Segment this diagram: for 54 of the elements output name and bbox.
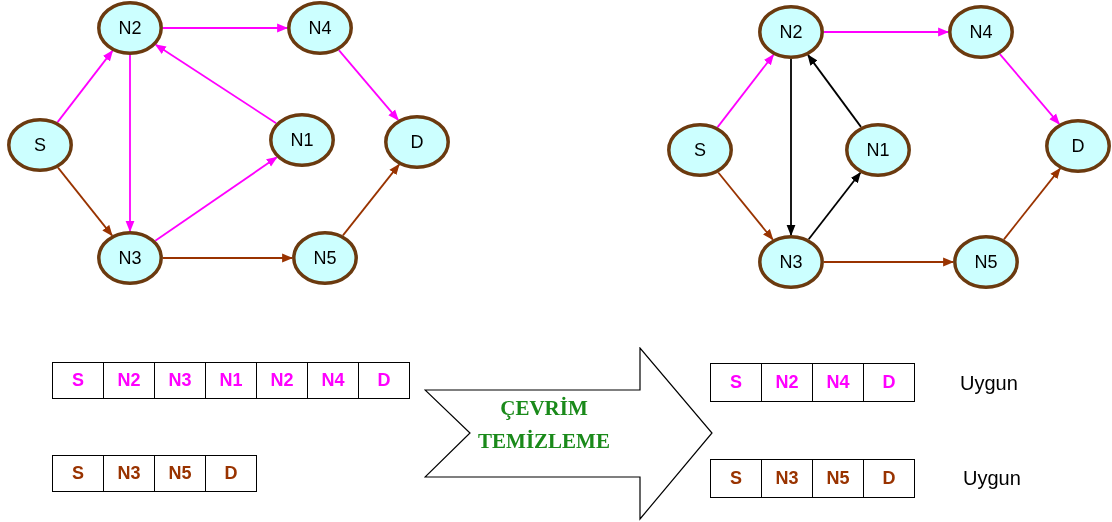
arrow [823,27,950,37]
arrow [162,23,289,33]
route-step-cell: N4 [812,363,864,402]
route-step-cell: N2 [761,363,813,402]
route-step-cell: D [205,455,257,492]
node-label: N3 [118,247,142,269]
node-label: N2 [118,17,142,39]
route-step-cell: N4 [307,362,359,399]
arrow [807,54,862,128]
arrow [786,58,796,237]
route-step-cell: S [52,455,104,492]
route-step-cell: N2 [103,362,155,399]
node-label: N2 [779,21,803,43]
node-label: N3 [779,251,803,273]
route-step-cell: D [358,362,410,399]
node-label: S [694,139,706,161]
route-step-cell: S [710,459,762,498]
arrow [342,163,400,237]
node-label: N5 [974,251,998,273]
node-label: D [1071,135,1085,157]
route-step-cell: D [863,363,915,402]
route-step-cell: N3 [154,362,206,399]
route-step-cell: N3 [761,459,813,498]
arrow [337,49,400,121]
route-step-cell: S [52,362,104,399]
arrow [1003,167,1061,241]
node-label: N1 [866,139,890,161]
node-label: D [410,131,424,153]
arrow [154,156,278,242]
arrow [125,54,135,233]
route-step-cell: S [710,363,762,402]
route-step-cell: D [863,459,915,498]
arrow [998,53,1061,125]
arrow [717,171,774,241]
route-step-cell: N3 [103,455,155,492]
route-step-cell: N5 [812,459,864,498]
status-note: Uygun [963,467,1021,490]
status-note: Uygun [960,372,1018,395]
arrow [56,49,114,124]
node-label: N4 [308,17,332,39]
arrow [57,166,113,237]
process-label: ÇEVRİM TEMİZLEME [477,395,611,455]
route-step-cell: N2 [256,362,308,399]
arrow [716,53,775,129]
node-label: N5 [313,247,337,269]
route-step-cell: N5 [154,455,206,492]
arrow [823,257,955,267]
node-label: S [34,134,46,156]
arrow [162,253,294,263]
arrow [154,43,278,125]
node-label: N1 [290,129,314,151]
route-step-cell: N1 [205,362,257,399]
node-label: N4 [969,21,993,43]
arrow [807,171,862,241]
